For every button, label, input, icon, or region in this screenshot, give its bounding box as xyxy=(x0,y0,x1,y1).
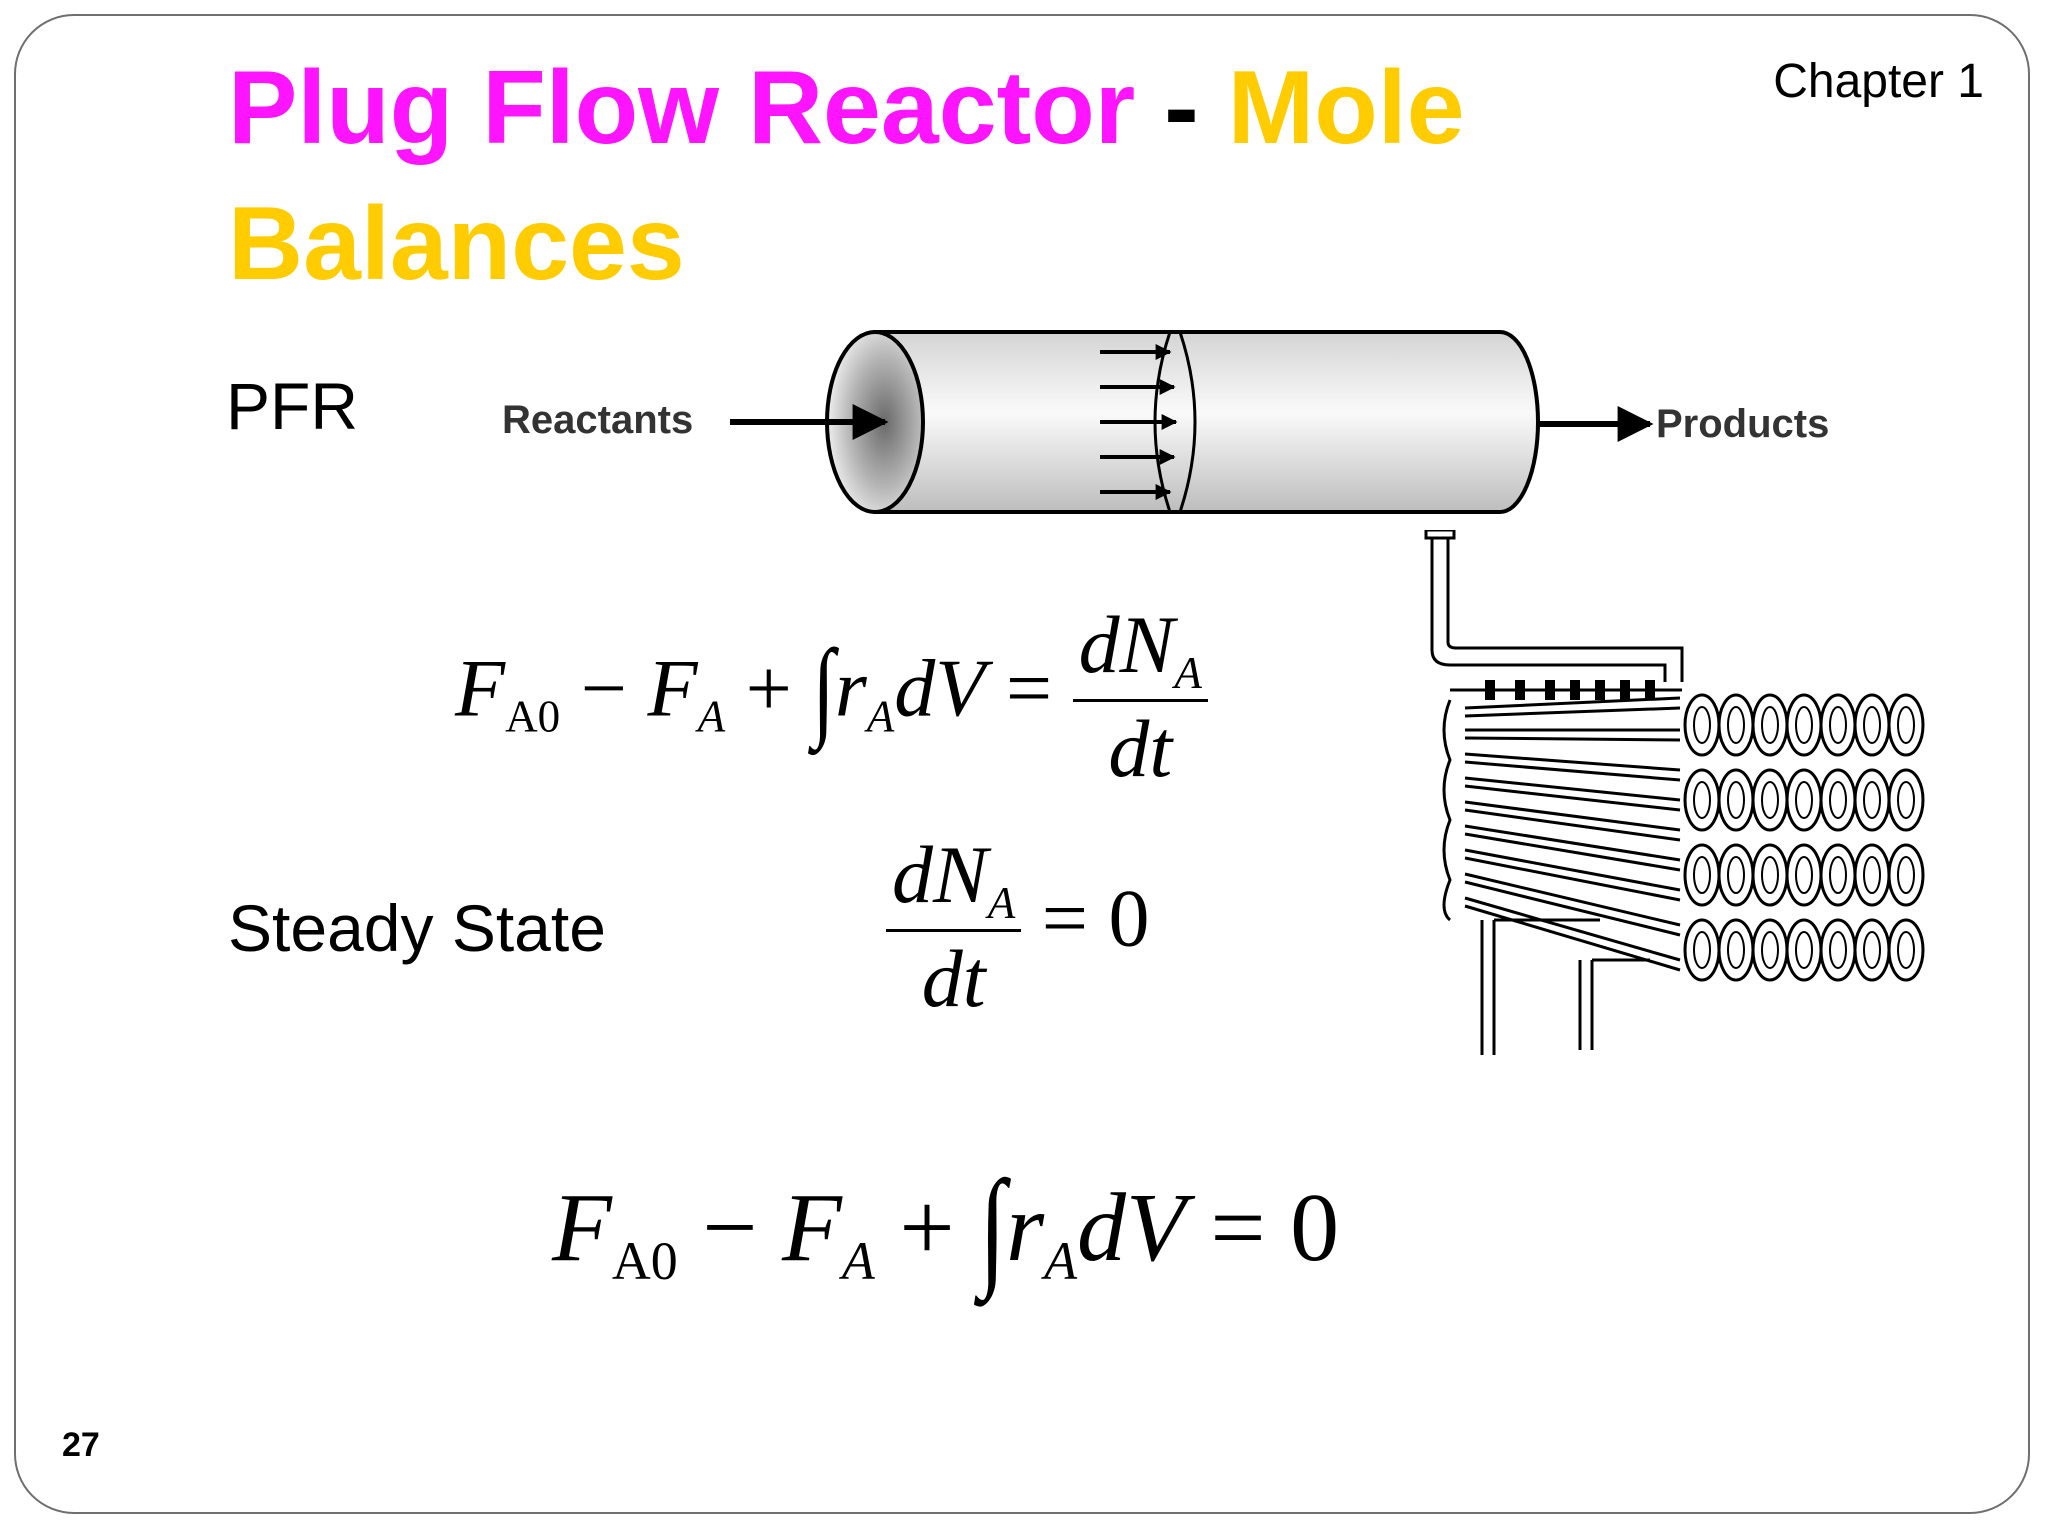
title-part-1: Plug Flow Reactor xyxy=(228,50,1136,166)
steady-state-label: Steady State xyxy=(228,891,606,965)
flow-front-back xyxy=(1178,331,1197,513)
tube-bundle xyxy=(1442,696,1681,972)
tube-return-bends xyxy=(1683,693,1925,982)
integral-sign: ∫ xyxy=(812,626,835,750)
title-separator: - xyxy=(1135,50,1228,166)
products-label: Products xyxy=(1656,402,1829,446)
slide-frame xyxy=(14,14,2030,1514)
bend-inner-detail xyxy=(1693,706,1915,969)
slide-title: Plug Flow Reactor - Mole Balances xyxy=(228,40,1648,312)
integral-sign: ∫ xyxy=(979,1155,1006,1301)
chapter-label: Chapter 1 xyxy=(1773,55,1984,108)
tube-body xyxy=(873,330,1540,514)
reactants-label: Reactants xyxy=(502,398,693,442)
tubular-reactor-illustration xyxy=(1424,530,1925,1055)
title-part-2: Mole Balances xyxy=(228,50,1465,302)
pfr-label: PFR xyxy=(226,369,358,443)
steady-state-mole-balance-equation: FA0 − FA + ∫rAdV = 0 xyxy=(552,1155,1339,1301)
pfr-diagram: Reactants Products xyxy=(502,330,1829,514)
header-bolts xyxy=(1485,680,1655,700)
page-number: 27 xyxy=(62,1426,100,1464)
flow-arrows xyxy=(1100,344,1178,500)
